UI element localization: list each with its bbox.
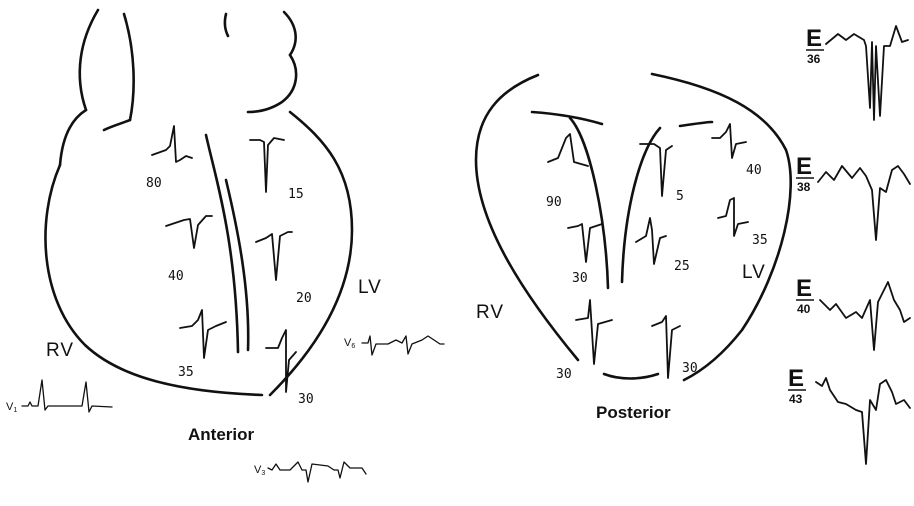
posterior-caption: Posterior xyxy=(596,403,671,422)
anterior-value-40: 40 xyxy=(168,269,184,284)
posterior-heart-outline xyxy=(476,74,791,380)
posterior-value-40: 40 xyxy=(746,163,762,178)
posterior-value-25: 25 xyxy=(674,259,690,274)
posterior-egm-25 xyxy=(636,218,666,264)
lead-v6-label: V6 xyxy=(344,337,355,350)
posterior-value-35: 35 xyxy=(752,233,768,248)
esophageal-trace-36 xyxy=(826,26,908,120)
posterior-value-30-right: 30 xyxy=(682,361,698,376)
esophageal-trace-43 xyxy=(816,378,910,464)
posterior-egm-35 xyxy=(718,198,748,236)
posterior-value-30-lower: 30 xyxy=(556,367,572,382)
esophageal-number-38: 38 xyxy=(797,180,811,194)
anterior-value-35: 35 xyxy=(178,365,194,380)
anterior-heart-outline xyxy=(45,10,352,395)
anterior-value-80: 80 xyxy=(146,176,162,191)
anterior-electrograms xyxy=(152,126,296,392)
esophageal-label-40: E 40 xyxy=(796,275,814,316)
posterior-value-90: 90 xyxy=(546,195,562,210)
esophageal-letter-38: E xyxy=(796,153,812,180)
posterior-lv-label: LV xyxy=(742,262,766,283)
anterior-egm-15 xyxy=(250,138,284,192)
esophageal-number-40: 40 xyxy=(797,302,811,316)
anterior-egm-35 xyxy=(180,310,226,358)
posterior-electrograms xyxy=(548,124,748,378)
posterior-value-30-upper: 30 xyxy=(572,271,588,286)
anterior-caption: Anterior xyxy=(188,425,255,444)
posterior-egm-30-lower xyxy=(576,300,612,364)
posterior-egm-30-right xyxy=(652,316,680,378)
esophageal-letter-43: E xyxy=(788,365,804,392)
esophageal-label-43: E 43 xyxy=(788,365,806,406)
posterior-egm-40 xyxy=(712,124,746,158)
esophageal-trace-38 xyxy=(818,166,910,240)
esophageal-label-38: E 38 xyxy=(796,153,814,194)
posterior-rv-label: RV xyxy=(476,302,504,323)
anterior-value-20: 20 xyxy=(296,291,312,306)
anterior-value-15: 15 xyxy=(288,187,304,202)
esophageal-number-36: 36 xyxy=(807,52,821,66)
posterior-egm-30-upper xyxy=(568,224,602,262)
lead-v3-label: V3 xyxy=(254,464,265,477)
anterior-egm-20 xyxy=(256,232,292,280)
esophageal-number-43: 43 xyxy=(789,392,803,406)
anterior-egm-80 xyxy=(152,126,192,162)
esophageal-letter-36: E xyxy=(806,25,822,52)
lead-v1-label: V1 xyxy=(6,401,17,414)
lead-v3-trace xyxy=(268,462,366,482)
posterior-value-5: 5 xyxy=(676,189,684,204)
lead-v1-trace xyxy=(22,380,112,412)
esophageal-trace-40 xyxy=(820,282,910,350)
esophageal-label-36: E 36 xyxy=(806,25,824,66)
lead-v6-trace xyxy=(362,336,444,355)
anterior-lv-label: LV xyxy=(358,277,382,298)
anterior-value-30: 30 xyxy=(298,392,314,407)
anterior-egm-40 xyxy=(166,216,212,248)
esophageal-letter-40: E xyxy=(796,275,812,302)
anterior-rv-label: RV xyxy=(46,340,74,361)
